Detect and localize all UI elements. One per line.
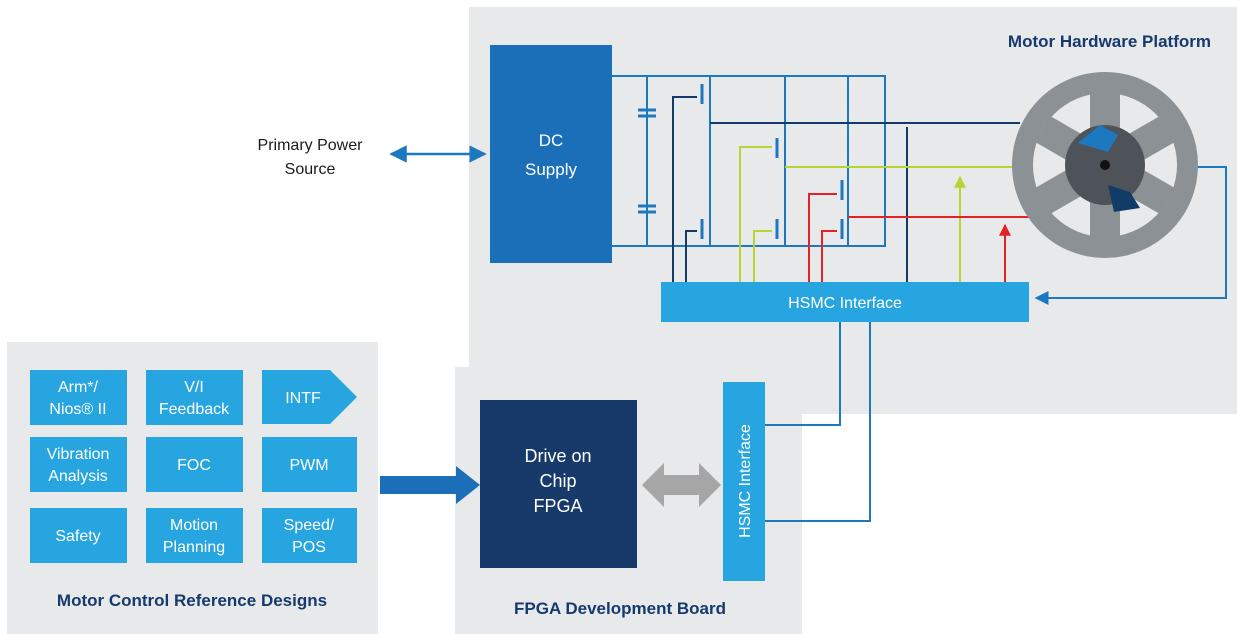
drive-on-chip-fpga-block (480, 400, 637, 568)
hsmc-interface-vertical-label: HSMC Interface (737, 424, 754, 538)
primary-power-label-line2: Source (285, 161, 336, 178)
tile-pwm (262, 437, 357, 492)
dc-supply-label-line1: DC (539, 131, 564, 150)
inverter-circuit (612, 75, 1227, 522)
fpga-hsmc-bidirectional-arrow (642, 463, 721, 507)
tile-vi-feedback-line2: Feedback (159, 401, 230, 418)
tile-speed-pos (262, 508, 357, 563)
motor-icon (1012, 72, 1198, 258)
fpga-board-title: FPGA Development Board (514, 599, 726, 618)
fpga-label-line1: Drive on (524, 446, 591, 466)
tile-safety-label: Safety (55, 528, 100, 545)
tile-foc (146, 437, 243, 492)
tile-pwm-label: PWM (289, 457, 328, 474)
tile-arm-nios (30, 370, 127, 425)
tile-motion-line2: Planning (163, 539, 225, 556)
motor-hardware-platform-title: Motor Hardware Platform (1008, 32, 1211, 51)
tile-motion-planning (146, 508, 243, 563)
tile-speed-line1: Speed/ (284, 517, 335, 534)
reference-design-tiles: Arm*/ Nios® II V/I Feedback INTF Vibrati… (30, 370, 357, 563)
tile-arm-nios-line1: Arm*/ (58, 379, 99, 396)
fpga-label-line2: Chip (539, 471, 576, 491)
fpga-label-line3: FPGA (533, 496, 582, 516)
tile-safety (30, 508, 127, 563)
tile-foc-label: FOC (177, 457, 211, 474)
tile-vi-feedback-line1: V/I (184, 379, 204, 396)
tile-vibration-analysis (30, 437, 127, 492)
hsmc-interface-label: HSMC Interface (788, 295, 902, 312)
tile-intf (262, 370, 357, 424)
designs-to-fpga-arrow (380, 466, 480, 504)
tile-arm-nios-line2: Nios® II (49, 401, 106, 418)
hsmc-interface-vertical-block (723, 382, 765, 581)
primary-power-label-line1: Primary Power (258, 137, 364, 154)
tile-intf-label: INTF (285, 390, 321, 407)
tile-speed-line2: POS (292, 539, 326, 556)
tile-vi-feedback (146, 370, 243, 425)
tile-motion-line1: Motion (170, 517, 218, 534)
dc-supply-label-line2: Supply (525, 160, 577, 179)
dc-supply-block (490, 45, 612, 263)
reference-designs-title: Motor Control Reference Designs (57, 591, 327, 610)
hsmc-interface-block (661, 282, 1029, 322)
tile-vibration-line1: Vibration (47, 446, 110, 463)
tile-vibration-line2: Analysis (48, 468, 108, 485)
